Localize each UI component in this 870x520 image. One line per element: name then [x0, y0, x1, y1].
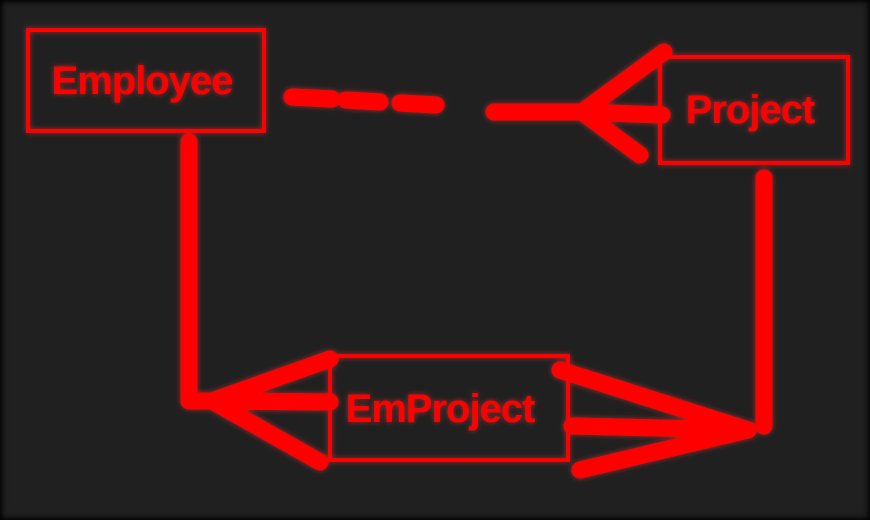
entity-employee-box	[26, 28, 266, 133]
entity-emproject-label: EmProject	[346, 387, 536, 431]
entity-employee[interactable]: Employee	[26, 28, 266, 133]
entity-employee-label: Employee	[52, 59, 233, 103]
entity-emproject[interactable]: EmProject	[328, 354, 570, 462]
dash-segment	[391, 94, 445, 114]
entity-project-label: Project	[686, 88, 815, 132]
relationship-project-emproject[interactable]	[551, 169, 773, 479]
dash-segment	[283, 88, 341, 108]
relationship-employee-project[interactable]	[283, 43, 673, 164]
crows-foot-emproject-right	[551, 361, 757, 479]
crows-foot-project	[573, 43, 673, 164]
relationship-employee-emproject[interactable]	[180, 133, 339, 471]
crows-foot-emproject-left	[203, 350, 339, 471]
entity-project[interactable]: Project	[658, 55, 850, 165]
connector-line	[180, 133, 221, 410]
dash-segment	[337, 91, 389, 111]
